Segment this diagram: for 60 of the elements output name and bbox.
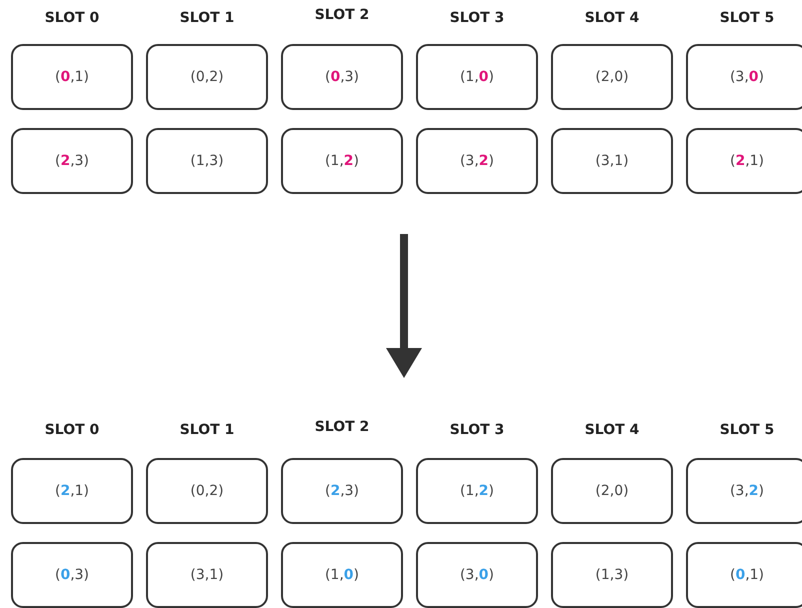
slot-card: [686, 128, 802, 194]
pair-text: (3,1): [190, 567, 224, 583]
slot-card: [551, 44, 673, 110]
pair-text: (3,0): [730, 69, 764, 85]
pair-text: (1,3): [190, 153, 224, 169]
slot-card: [11, 458, 133, 524]
slot-card: [551, 542, 673, 608]
slot-card: [686, 542, 802, 608]
slot-card: [146, 128, 268, 194]
pair-text: (3,1): [595, 153, 629, 169]
pair-text: (1,2): [324, 153, 360, 169]
pair-text: (2,3): [54, 153, 90, 169]
slot-card: [146, 458, 268, 524]
slot-card: [281, 128, 403, 194]
pair-text: (2,0): [595, 483, 629, 499]
pair-text: (0,3): [324, 69, 360, 85]
pair-text: (3,2): [730, 483, 764, 499]
slot-card: [551, 128, 673, 194]
slot-header: SLOT 4: [584, 10, 640, 26]
pair-text: (0,3): [54, 567, 90, 583]
pair-text: (0,1): [730, 567, 764, 583]
slot-header: SLOT 0: [44, 10, 100, 26]
pair-text: (3,2): [460, 153, 494, 169]
pair-text: (1,0): [460, 69, 494, 85]
pair-text: (2,1): [54, 483, 90, 499]
slot-card: [281, 458, 403, 524]
slot-header: SLOT 1: [180, 422, 234, 438]
slot-card: [416, 542, 538, 608]
slot-card: [11, 44, 133, 110]
slot-card: [416, 44, 538, 110]
slot-header: SLOT 2: [314, 419, 370, 435]
pair-text: (2,1): [730, 153, 764, 169]
slot-card: [281, 44, 403, 110]
slot-card: [686, 44, 802, 110]
pair-text: (0,1): [54, 69, 90, 85]
slot-card: [416, 128, 538, 194]
slot-header: SLOT 3: [450, 10, 504, 26]
slot-card: [11, 128, 133, 194]
pair-text: (2,3): [324, 483, 360, 499]
slot-card: [551, 458, 673, 524]
slot-header: SLOT 4: [584, 422, 640, 438]
pair-text: (0,2): [190, 483, 224, 499]
slot-card: [146, 542, 268, 608]
pair-text: (2,0): [595, 69, 629, 85]
slot-header: SLOT 1: [180, 10, 234, 26]
slot-header: SLOT 5: [720, 422, 774, 438]
pair-text: (1,2): [460, 483, 494, 499]
slot-card: [281, 542, 403, 608]
slot-card: [686, 458, 802, 524]
pair-text: (3,0): [460, 567, 494, 583]
pair-text: (0,2): [190, 69, 224, 85]
slot-card: [416, 458, 538, 524]
slot-header: SLOT 5: [720, 10, 774, 26]
slot-card: [146, 44, 268, 110]
pair-text: (1,3): [595, 567, 629, 583]
pair-text: (1,0): [324, 567, 360, 583]
slot-header: SLOT 2: [314, 7, 370, 23]
slot-header: SLOT 0: [44, 422, 100, 438]
slot-header: SLOT 3: [450, 422, 504, 438]
slot-card: [11, 542, 133, 608]
